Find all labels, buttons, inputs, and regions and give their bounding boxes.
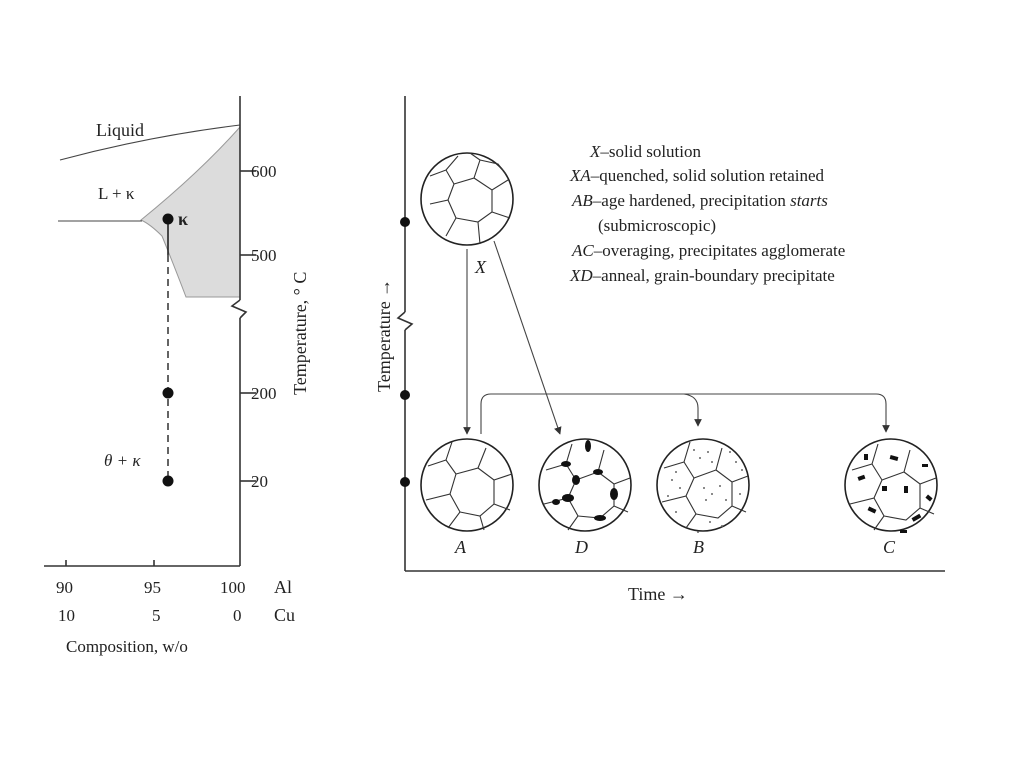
y-point-low [400,477,410,487]
comp-tick-cu-0: 0 [233,606,242,625]
legend-row-2: XA–quenched, solid solution retained [569,166,825,185]
legend-row-1: X–solid solution [589,142,701,161]
cu-label: Cu [274,605,295,625]
phase-diagram: 600 500 200 20 Temperature, ° C 90 95 10… [44,96,310,656]
label-b: B [693,537,704,557]
tick-label-20: 20 [251,472,268,491]
structure-c: C [844,438,938,557]
comp-tick-cu-5: 5 [152,606,161,625]
arrow-x-to-d [493,240,562,435]
label-c: C [883,537,896,557]
label-d: D [574,537,588,557]
structure-a: A [420,438,514,557]
structure-x: X [420,152,514,277]
tick-label-500: 500 [251,246,277,265]
point-20 [162,475,174,487]
label-l-kappa: L + κ [98,184,135,203]
comp-tick-al-100: 100 [220,578,246,597]
tick-label-200: 200 [251,384,277,403]
legend: X–solid solution XA–quenched, solid solu… [569,142,845,285]
coarse-precipitates [857,454,933,533]
axis-break [230,299,248,319]
arrow-a-to-b [683,393,702,427]
kappa-region [140,125,241,298]
temp-axis-label: Temperature, ° C [290,272,310,395]
y-point-high [400,217,410,227]
label-x: X [474,257,487,277]
comp-tick-al-95: 95 [144,578,161,597]
grain-boundary-precipitates [552,440,618,521]
legend-row-3: AB–age hardened, precipitation starts [571,191,828,210]
legend-row-6: XD–anneal, grain-boundary precipitate [569,266,835,285]
point-solution-treat [162,213,174,225]
point-200 [162,387,174,399]
structure-d: D [538,438,632,557]
comp-axis-label: Composition, w/o [66,637,188,656]
arrow-a-branch [480,393,890,434]
legend-row-5: AC–overaging, precipitates agglomerate [571,241,845,260]
fine-precipitates [667,449,743,533]
comp-tick-cu-10: 10 [58,606,75,625]
label-theta-kappa: θ + κ [104,451,141,470]
process-axis-break [396,311,414,331]
al-label: Al [274,577,292,597]
legend-row-4: (submicroscopic) [598,216,716,235]
label-kappa: κ [178,209,188,229]
process-x-label: Time → [628,584,688,604]
comp-tick-al-90: 90 [56,578,73,597]
liquidus-curve [59,124,241,161]
process-diagram: Temperature → Time → X [374,96,945,604]
process-y-label: Temperature → [374,279,394,392]
y-point-mid [400,390,410,400]
label-a: A [454,537,467,557]
label-liquid: Liquid [96,120,144,140]
structure-b: B [656,438,750,557]
tick-label-600: 600 [251,162,277,181]
